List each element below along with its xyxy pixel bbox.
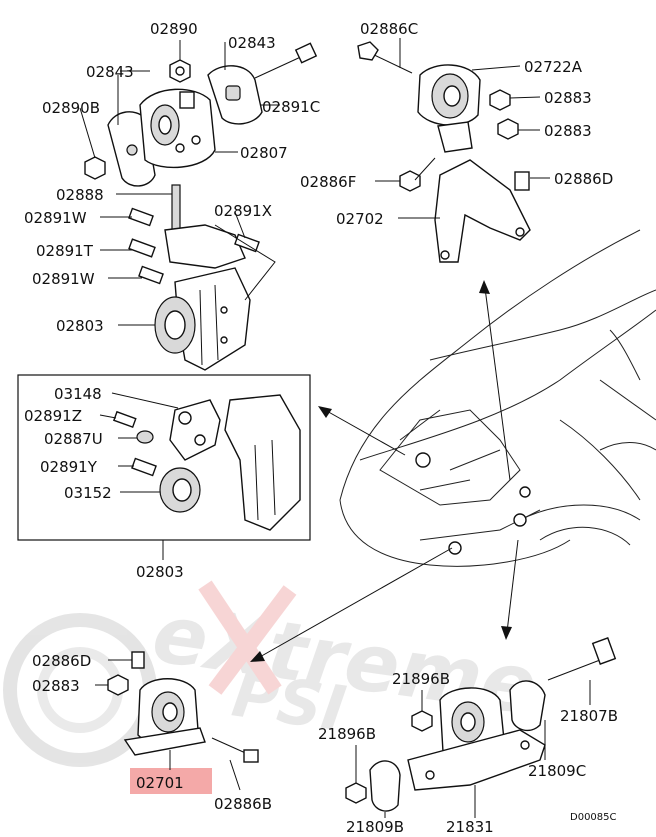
label-02891X: 02891X bbox=[214, 202, 272, 220]
label-02888: 02888 bbox=[56, 186, 104, 204]
bolt-02886D-b bbox=[131, 651, 145, 669]
bolt-02891T bbox=[128, 238, 156, 258]
bolt-02891Y bbox=[131, 457, 157, 477]
label-02886D-top: 02886D bbox=[554, 170, 613, 188]
bracket-02702 bbox=[434, 159, 531, 263]
bolt-02886D-a bbox=[514, 171, 530, 191]
label-02891Z: 02891Z bbox=[24, 407, 82, 425]
leader-lines bbox=[79, 38, 591, 818]
label-02887U: 02887U bbox=[44, 430, 103, 448]
pointer-arrows bbox=[250, 280, 519, 662]
label-02803-box: 02803 bbox=[136, 563, 184, 581]
nut-02883a bbox=[489, 89, 511, 111]
part-highlight bbox=[130, 768, 212, 794]
bottom-left-mount bbox=[107, 651, 259, 763]
label-02886C: 02886C bbox=[360, 20, 418, 38]
label-02886B: 02886B bbox=[214, 795, 272, 813]
label-02843-left: 02843 bbox=[86, 63, 134, 81]
label-21896B-a: 21896B bbox=[392, 670, 450, 688]
boxed-mount-assembly bbox=[112, 394, 301, 531]
bolt-02891Z bbox=[112, 410, 137, 429]
part-labels: 02890 02843 02843 02890B 02891C 02807 02… bbox=[24, 20, 618, 836]
detail-box bbox=[17, 374, 311, 541]
label-02883-a: 02883 bbox=[544, 89, 592, 107]
label-02891W-a: 02891W bbox=[24, 209, 87, 227]
bracket-top bbox=[164, 224, 246, 269]
watermark-subtext: PSI bbox=[228, 658, 350, 746]
plate-21809B bbox=[369, 760, 401, 812]
label-02883-b: 02883 bbox=[544, 122, 592, 140]
bottom-right-mount-assembly bbox=[345, 637, 617, 812]
label-02886F: 02886F bbox=[300, 173, 356, 191]
bracket-02803b bbox=[224, 394, 301, 531]
label-03152: 03152 bbox=[64, 484, 112, 502]
label-02886D-bottom: 02886D bbox=[32, 652, 91, 670]
plate-21809C bbox=[509, 680, 546, 732]
stud-02888 bbox=[171, 184, 181, 231]
bolt-02891W-b bbox=[138, 265, 164, 285]
label-03148: 03148 bbox=[54, 385, 102, 403]
label-02890B: 02890B bbox=[42, 99, 100, 117]
nut-02890B bbox=[84, 156, 106, 180]
label-02891T: 02891T bbox=[36, 242, 94, 260]
nut-21896B-b bbox=[345, 782, 367, 804]
label-02883-c: 02883 bbox=[32, 677, 80, 695]
label-02807: 02807 bbox=[240, 144, 288, 162]
bolt-02891C bbox=[294, 42, 318, 64]
label-02891Y: 02891Y bbox=[40, 458, 98, 476]
bracket-03148 bbox=[169, 399, 221, 461]
label-21807B: 21807B bbox=[560, 707, 618, 725]
bolt-02886B bbox=[243, 749, 259, 763]
label-02803-top: 02803 bbox=[56, 317, 104, 335]
label-02722A: 02722A bbox=[524, 58, 583, 76]
nut-02883b bbox=[497, 118, 519, 140]
label-02891C: 02891C bbox=[262, 98, 320, 116]
diagram-code: D00085C bbox=[570, 812, 617, 823]
label-21831: 21831 bbox=[446, 818, 494, 836]
bolt-02891X bbox=[234, 233, 260, 253]
label-02890: 02890 bbox=[150, 20, 198, 38]
top-right-mount-assembly bbox=[357, 41, 531, 263]
watermark-x-mark bbox=[198, 580, 297, 695]
bolt-02886C bbox=[357, 41, 379, 61]
label-02843-right: 02843 bbox=[228, 34, 276, 52]
bolt-02886F bbox=[399, 170, 421, 192]
washer-02887U bbox=[136, 430, 154, 444]
nut-21896B-a bbox=[411, 710, 433, 732]
label-21809C: 21809C bbox=[528, 762, 586, 780]
car-outline bbox=[339, 229, 656, 567]
nut-02883c bbox=[107, 674, 129, 696]
label-21896B-b: 21896B bbox=[318, 725, 376, 743]
label-02891W-b: 02891W bbox=[32, 270, 95, 288]
label-02701: 02701 bbox=[136, 774, 184, 792]
label-21809B: 21809B bbox=[346, 818, 404, 836]
top-left-mount-assembly bbox=[84, 42, 318, 371]
bolt-21807B bbox=[591, 637, 617, 665]
bolt-02891W-a bbox=[128, 207, 154, 227]
label-02702: 02702 bbox=[336, 210, 384, 228]
